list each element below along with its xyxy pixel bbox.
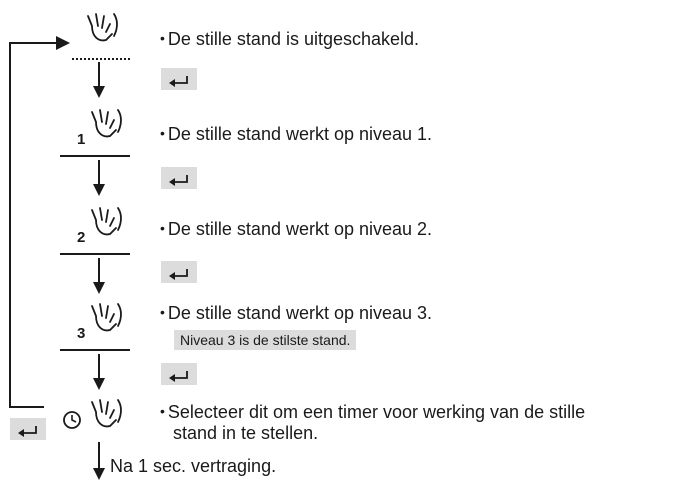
step-text: De stille stand werkt op niveau 3. xyxy=(167,303,433,323)
down-arrow-icon xyxy=(93,354,105,390)
step-level1-text: •De stille stand werkt op niveau 1. xyxy=(160,123,432,146)
step-text-line2: stand in te stellen. xyxy=(173,423,319,443)
footer-delay-text: Na 1 sec. vertraging. xyxy=(110,456,277,476)
step-text: De stille stand werkt op niveau 2. xyxy=(167,219,433,239)
level-number: 1 xyxy=(77,131,86,148)
step-level3-text: •De stille stand werkt op niveau 3. xyxy=(160,302,432,325)
bullet: • xyxy=(160,220,165,236)
level3-note: Niveau 3 is de stilste stand. xyxy=(174,330,357,350)
step-text: De stille stand werkt op niveau 1. xyxy=(167,124,433,144)
quiet-hand-icon xyxy=(78,10,120,48)
down-arrow-icon xyxy=(93,160,105,196)
enter-key-icon xyxy=(169,76,188,87)
solid-divider xyxy=(60,155,130,157)
enter-key xyxy=(161,363,197,385)
level-number: 2 xyxy=(77,229,86,246)
quiet-hand-icon xyxy=(82,396,124,434)
down-arrow-icon xyxy=(93,62,105,98)
enter-key-icon xyxy=(169,371,188,382)
enter-key-icon xyxy=(18,426,37,437)
step-text-line1: Selecteer dit om een timer voor werking … xyxy=(167,402,586,422)
down-arrow-icon xyxy=(93,442,105,480)
solid-divider xyxy=(60,349,130,351)
quiet-hand-icon xyxy=(82,204,124,242)
enter-key-icon xyxy=(169,175,188,186)
quiet-hand-icon xyxy=(82,300,124,338)
level-number: 3 xyxy=(77,325,86,342)
step-level2-text: •De stille stand werkt op niveau 2. xyxy=(160,218,432,241)
bullet: • xyxy=(160,30,165,46)
enter-key-icon xyxy=(169,269,188,280)
step-timer-text: •Selecteer dit om een timer voor werking… xyxy=(160,402,585,443)
bullet: • xyxy=(160,304,165,320)
clock-icon xyxy=(63,411,81,429)
step-text: De stille stand is uitgeschakeld. xyxy=(167,29,420,49)
enter-key xyxy=(161,167,197,189)
down-arrow-icon xyxy=(93,258,105,294)
solid-divider xyxy=(60,253,130,255)
step-off-text: •De stille stand is uitgeschakeld. xyxy=(160,28,419,51)
bullet: • xyxy=(160,403,165,419)
enter-key xyxy=(161,68,197,90)
dotted-divider xyxy=(72,58,130,60)
loop-enter-key xyxy=(10,418,46,440)
bullet: • xyxy=(160,125,165,141)
enter-key xyxy=(161,261,197,283)
loop-connector xyxy=(9,36,70,408)
quiet-hand-icon xyxy=(82,106,124,144)
